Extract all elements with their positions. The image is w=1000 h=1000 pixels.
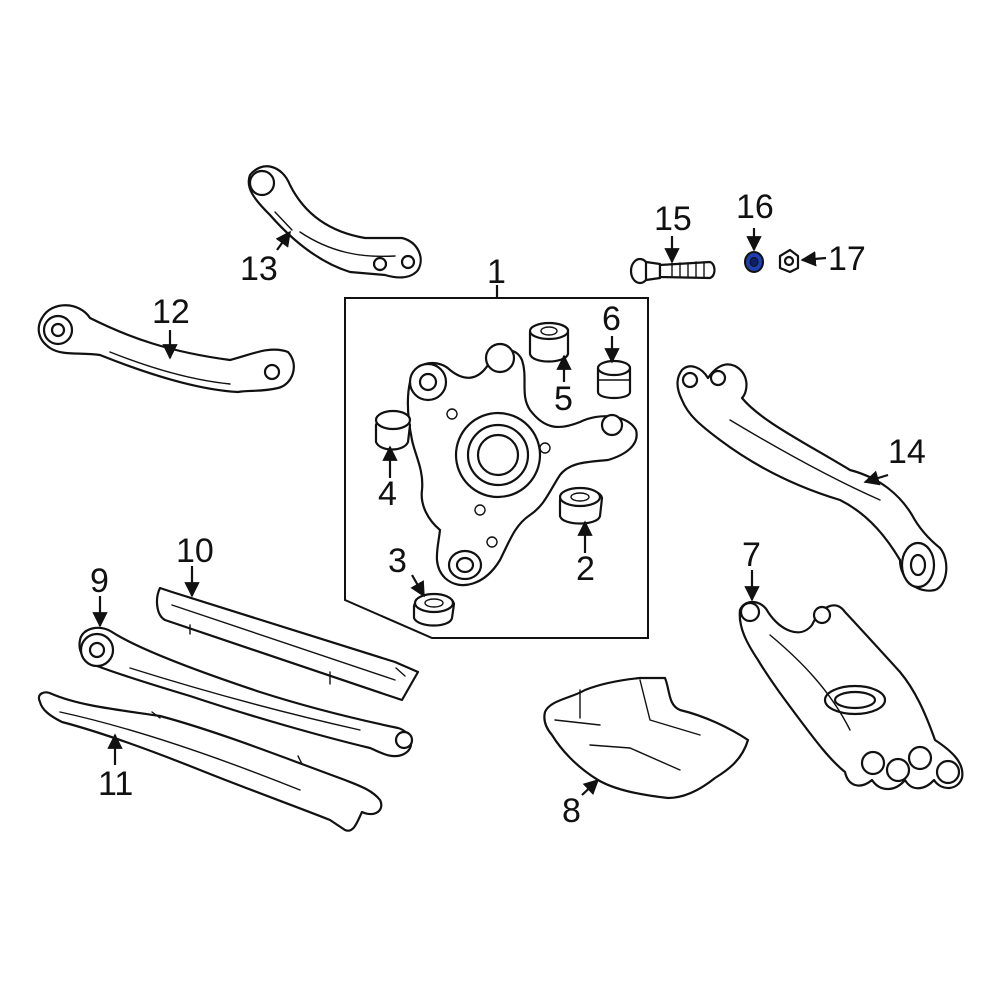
callout-11: 11: [98, 765, 133, 803]
part-7-lower-control-arm[interactable]: [738, 600, 964, 791]
callout-17: 17: [828, 240, 866, 278]
knuckle-group-box: [344, 297, 649, 639]
part-10-stabilizer-link[interactable]: [155, 586, 420, 702]
part-4-bushing[interactable]: [374, 409, 412, 451]
callout-1: 1: [487, 253, 506, 291]
part-16-nut[interactable]: [744, 251, 764, 273]
part-13-upper-control-arm[interactable]: [247, 165, 422, 279]
callout-3: 3: [388, 542, 407, 580]
callout-6: 6: [602, 300, 621, 338]
callout-7: 7: [742, 536, 761, 574]
part-11-lower-link[interactable]: [37, 691, 383, 832]
part-6-bushing[interactable]: [596, 359, 632, 400]
callout-2: 2: [576, 550, 595, 588]
part-3-bushing[interactable]: [412, 592, 456, 627]
part-14-upper-arm[interactable]: [676, 363, 948, 592]
callout-12: 12: [152, 293, 190, 331]
callout-9: 9: [90, 562, 109, 600]
leader-lines: [92, 228, 889, 796]
callout-14: 14: [888, 433, 926, 471]
part-8-splash-shield[interactable]: [543, 676, 750, 800]
part-5-bushing[interactable]: [528, 321, 570, 363]
callout-4: 4: [378, 475, 397, 513]
callout-8: 8: [562, 792, 581, 830]
callout-15: 15: [654, 200, 692, 238]
part-9-toe-link[interactable]: [78, 626, 414, 758]
part-1-knuckle[interactable]: [406, 342, 638, 587]
part-2-bushing[interactable]: [558, 486, 604, 525]
callout-5: 5: [554, 380, 573, 418]
callout-10: 10: [176, 532, 214, 570]
part-15-bolt[interactable]: [629, 257, 716, 285]
callout-labels: 1 2 3 4 5 6 7 8 9 10 11 12 13 14 15 16 1…: [90, 188, 926, 830]
part-17-flange-nut[interactable]: [778, 248, 800, 274]
callout-16: 16: [736, 188, 774, 226]
callout-13: 13: [240, 250, 278, 288]
